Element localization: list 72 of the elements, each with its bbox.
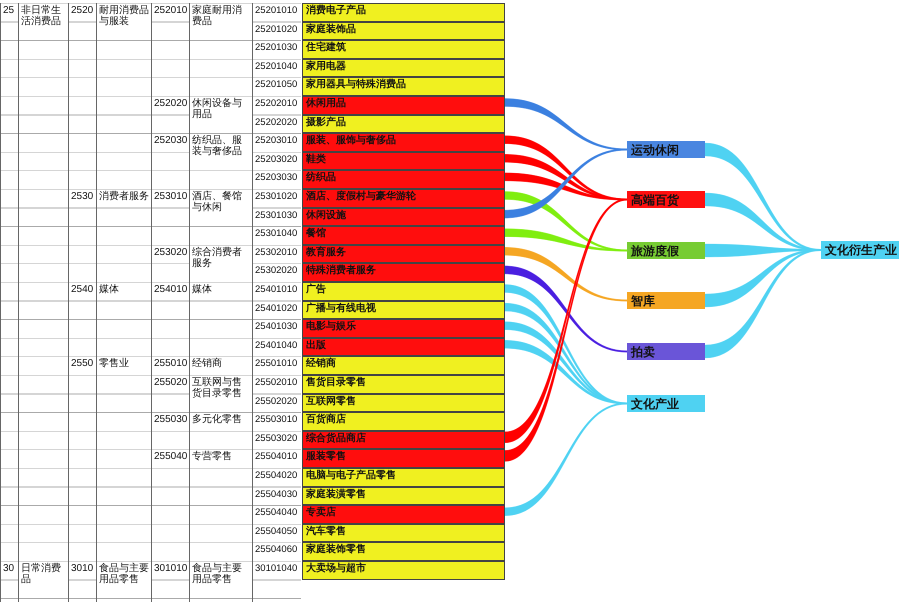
industry-row: 广告 (302, 282, 505, 301)
classification-name: 消费者服务 (97, 190, 151, 202)
classification-name: 食品与主要用品零售 (97, 562, 151, 585)
industry-row: 专卖店 (302, 505, 505, 524)
classification-name: 非日常生活消费品 (19, 4, 68, 27)
industry-row: 餐馆 (302, 226, 505, 245)
industry-row: 家用器具与特殊消费品 (302, 77, 505, 96)
classification-code: 255040 (152, 450, 189, 462)
classification-name: 纺织品、服装与奢侈品 (190, 134, 252, 158)
industry-row: 服装、服饰与奢侈品 (302, 133, 505, 152)
industry-row: 百货商店 (302, 412, 505, 431)
classification-code: 253010 (152, 190, 189, 202)
category-box: 拍卖 (627, 343, 705, 360)
category-box: 文化衍生产业 (821, 241, 899, 259)
industry-row: 教育服务 (302, 244, 505, 264)
industry-row: 电脑与电子产品零售 (302, 468, 505, 487)
classification-code: 254010 (152, 283, 189, 295)
classification-code: 2520 (69, 4, 96, 16)
flow-band (504, 148, 628, 218)
flow-band (504, 247, 628, 302)
industry-row: 大卖场与超市 (302, 561, 505, 580)
classification-name: 互联网与售货目录零售 (190, 376, 252, 399)
industry-row: 住宅建筑 (302, 40, 505, 59)
industry-row: 休闲用品 (302, 96, 505, 115)
industry-row: 广播与有线电视 (302, 300, 505, 320)
classification-name: 耐用消费品与服装 (97, 4, 151, 27)
industry-row: 家庭装饰零售 (302, 542, 505, 561)
flow-band (504, 402, 628, 516)
industry-row: 互联网零售 (302, 394, 505, 412)
classification-code: 255030 (152, 413, 189, 426)
classification-name: 家庭耐用消费品 (190, 4, 252, 27)
classification-name: 日常消费品 (19, 562, 68, 585)
industry-row: 服装零售 (302, 449, 505, 468)
flow-band (504, 228, 628, 252)
classification-code: 2530 (69, 190, 96, 202)
classification-code: 255010 (152, 357, 189, 370)
classification-code: 253020 (152, 246, 189, 258)
classification-code: 252010 (152, 4, 189, 16)
flow-band (504, 266, 628, 352)
classification-code: 3010 (69, 562, 96, 574)
industry-row: 摄影产品 (302, 114, 505, 134)
classification-code: 2540 (69, 283, 96, 295)
industry-row: 售货目录零售 (302, 375, 505, 394)
category-box: 智库 (627, 292, 705, 309)
industry-row: 特殊消费者服务 (302, 263, 505, 282)
industry-row: 休闲设施 (302, 208, 505, 226)
flow-band (704, 249, 822, 358)
industry-row: 家用电器 (302, 58, 505, 78)
classification-name: 综合消费者服务 (190, 246, 252, 269)
classification-code: 252020 (152, 97, 189, 109)
classification-name: 休闲设备与用品 (190, 97, 252, 120)
industry-row: 经销商 (302, 356, 505, 375)
classification-code: 301010 (152, 562, 189, 574)
classification-code: 252030 (152, 134, 189, 146)
category-box: 高端百货 (627, 191, 705, 208)
industry-row: 酒店、度假村与豪华游轮 (302, 189, 505, 208)
industry-row: 综合货品商店 (302, 430, 505, 450)
industry-row: 汽车零售 (302, 524, 505, 542)
industry-row: 家庭装潢零售 (302, 486, 505, 506)
industry-row: 出版 (302, 338, 505, 356)
classification-name: 酒店、餐馆与休闲 (190, 190, 252, 213)
industry-row: 消费电子产品 (302, 3, 505, 22)
category-box: 文化产业 (627, 395, 705, 412)
industry-row: 家庭装饰品 (302, 22, 505, 40)
industry-row: 电影与娱乐 (302, 319, 505, 338)
industry-row: 纺织品 (302, 170, 505, 189)
classification-code: 2550 (69, 357, 96, 370)
classification-code: 255020 (152, 376, 189, 388)
category-box: 运动休闲 (627, 141, 705, 158)
category-box: 旅游度假 (627, 242, 705, 259)
classification-name: 食品与主要用品零售 (190, 562, 252, 585)
industry-row: 鞋类 (302, 152, 505, 170)
